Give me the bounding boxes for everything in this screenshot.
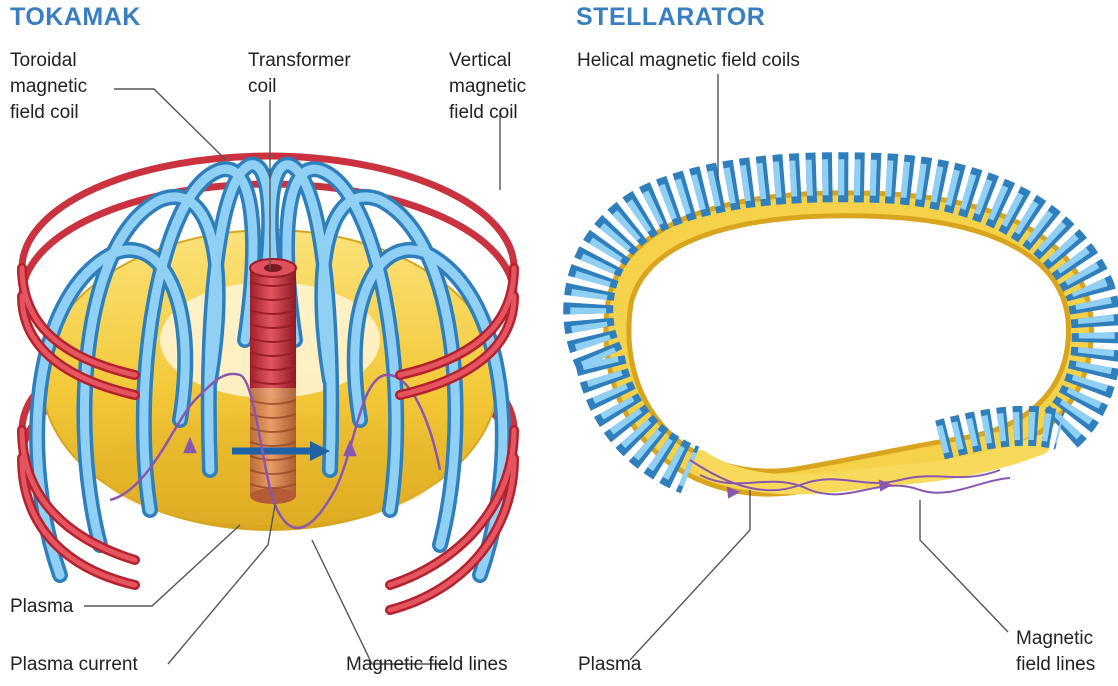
- tokamak-title: TOKAMAK: [10, 3, 141, 32]
- vertical-coil-label: Vertical magnetic field coil: [449, 48, 526, 126]
- stellarator-diagram: [588, 74, 1097, 660]
- toroidal-coil-label: Toroidal magnetic field coil: [10, 48, 87, 126]
- plasma-current-label: Plasma current: [10, 652, 138, 678]
- tokamak-plasma-label: Plasma: [10, 594, 73, 620]
- stellarator-field-lines-label: Magnetic field lines: [1016, 626, 1095, 678]
- tokamak-diagram: [22, 89, 514, 664]
- stellarator-plasma-label: Plasma: [578, 652, 641, 678]
- tokamak-field-lines-label: Magnetic field lines: [346, 652, 508, 678]
- helical-coils-label: Helical magnetic field coils: [577, 48, 800, 74]
- transformer-coil-label: Transformer coil: [248, 48, 351, 100]
- transformer-coil: [250, 259, 296, 504]
- stellarator-leader-lines: [630, 74, 1008, 660]
- stellarator-title: STELLARATOR: [576, 3, 765, 32]
